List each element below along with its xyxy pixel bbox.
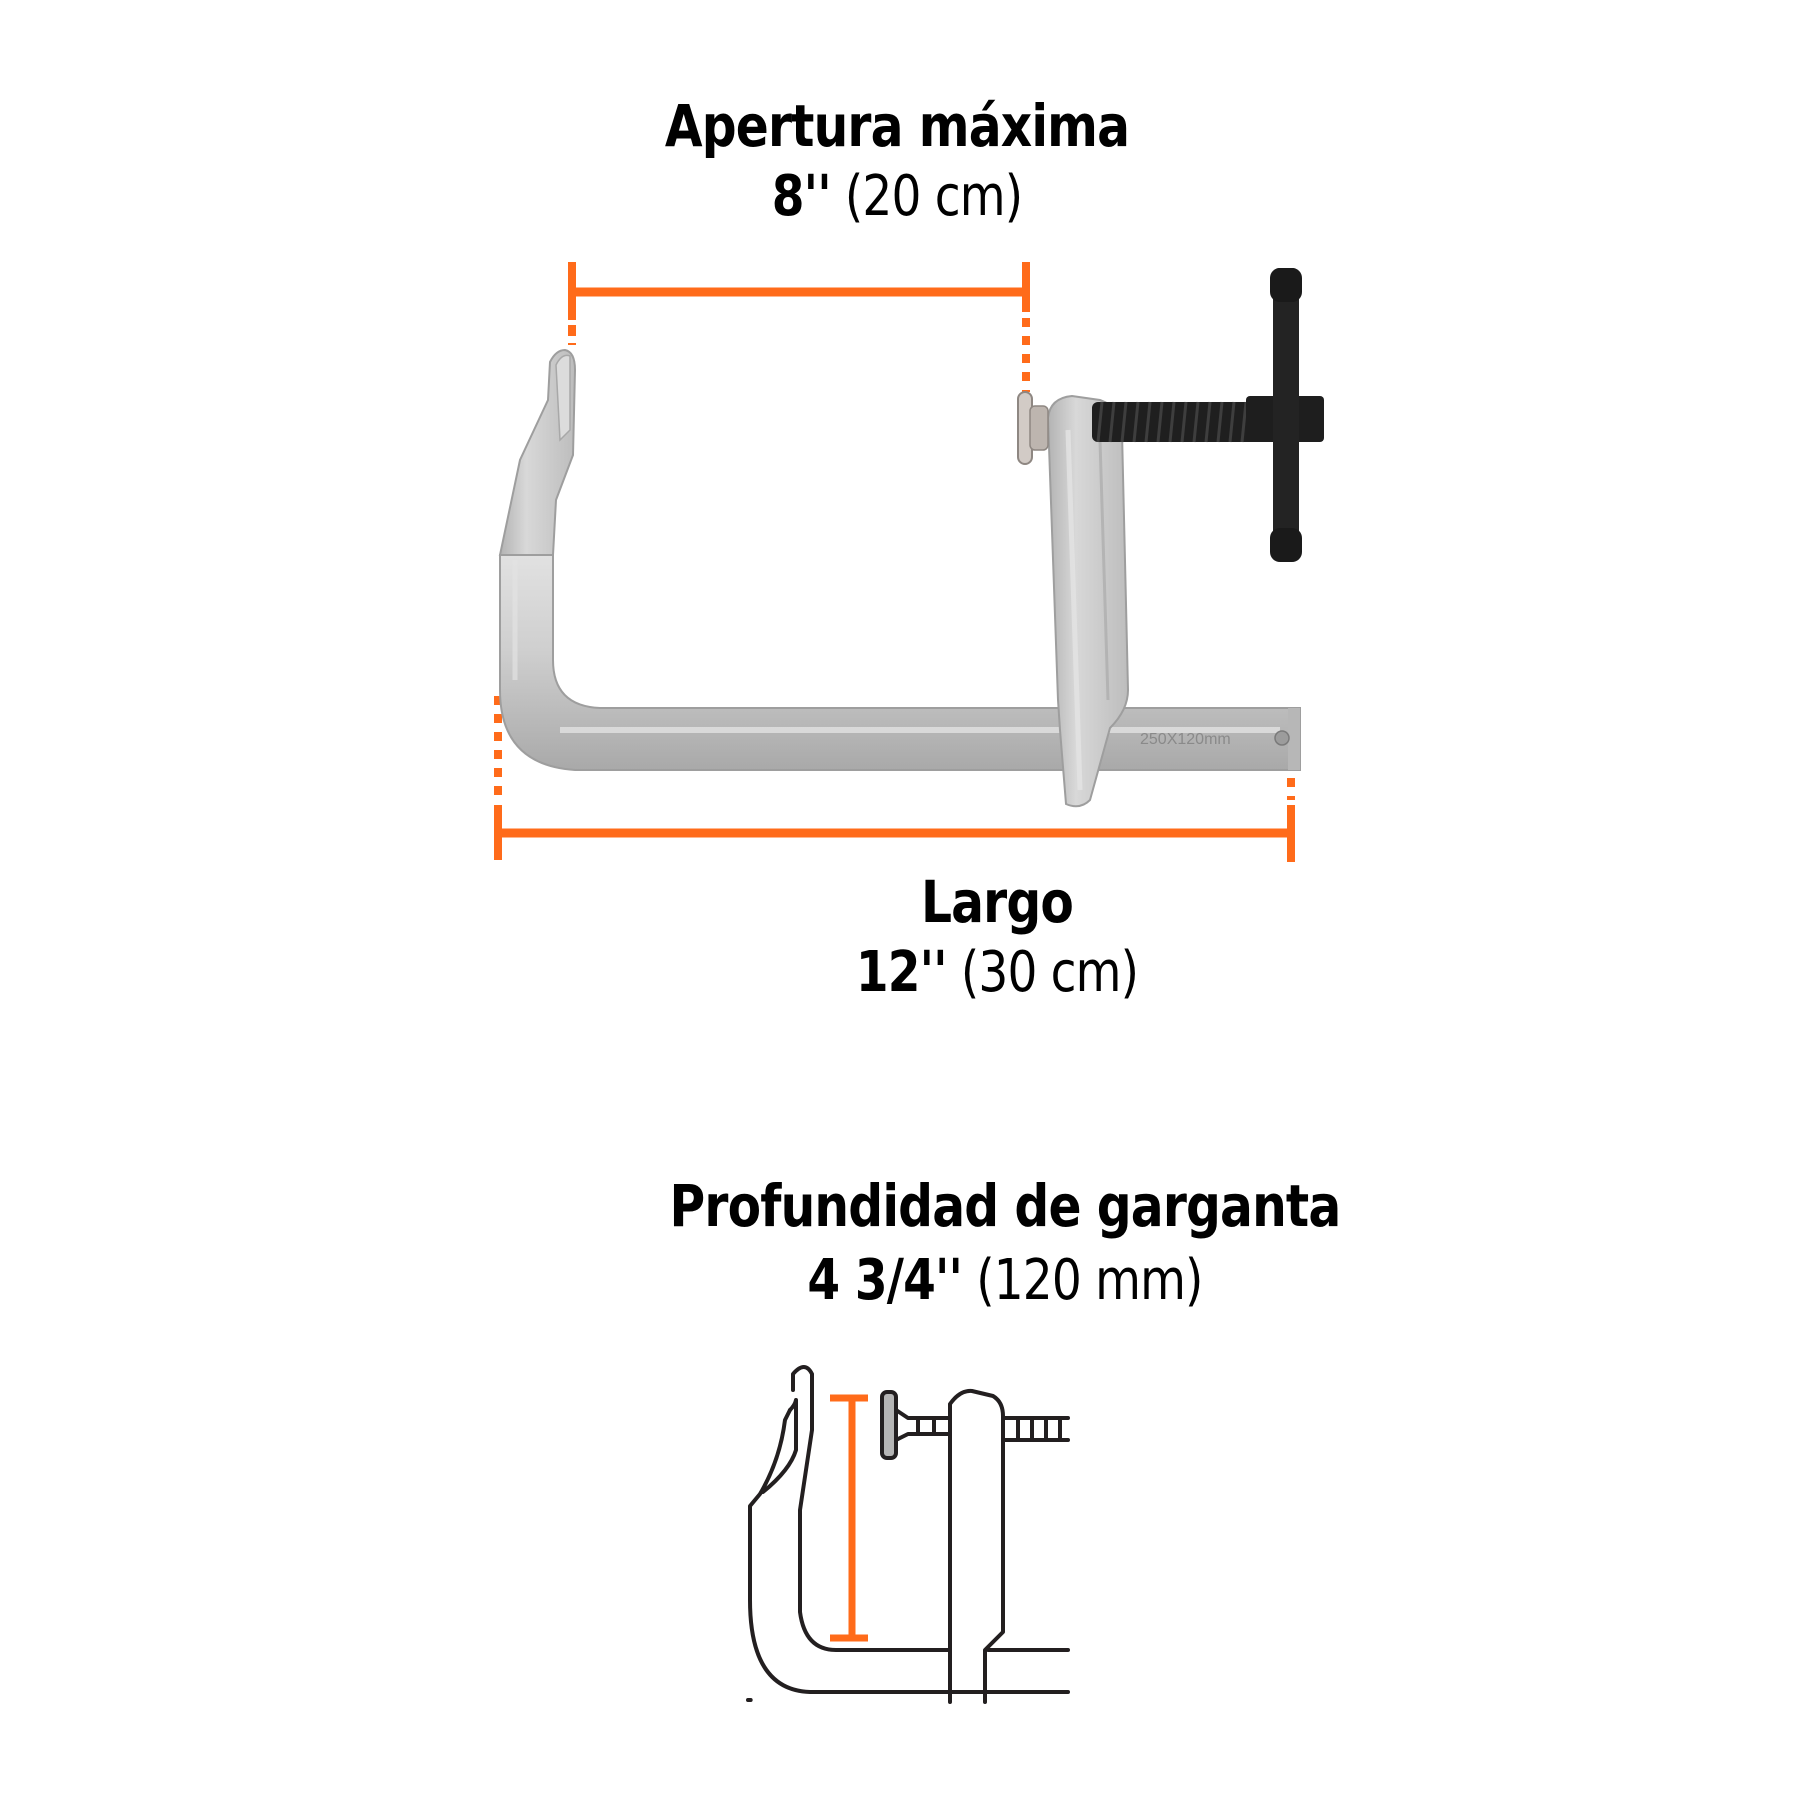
largo-metric: (30 cm)	[946, 940, 1139, 1005]
screw-thread	[1092, 401, 1264, 443]
pad-line-art	[880, 1390, 898, 1460]
garganta-title: Profundidad de garganta	[669, 1172, 1342, 1240]
garganta-inches: 4 3/4''	[807, 1248, 963, 1313]
apertura-dimension-line	[568, 262, 1030, 392]
largo-title: Largo	[920, 868, 1074, 936]
swivel-pad	[1017, 391, 1049, 465]
apertura-metric: (20 cm)	[830, 164, 1023, 229]
apertura-inches: 8''	[771, 164, 832, 229]
apertura-maxima-value: 8'' (20 cm)	[141, 164, 1653, 229]
bar-marking: 250X120mm	[1140, 731, 1231, 748]
largo-value: 12'' (30 cm)	[241, 940, 1753, 1005]
largo-inches: 12''	[855, 940, 948, 1005]
apertura-maxima-title: Apertura máxima	[664, 92, 1130, 160]
garganta-value: 4 3/4'' (120 mm)	[249, 1248, 1761, 1313]
throat-depth-line-art	[746, 1365, 1070, 1704]
t-handle	[1246, 268, 1324, 562]
sliding-arm	[1046, 394, 1130, 808]
garganta-dimension-line	[830, 1394, 868, 1642]
garganta-metric: (120 mm)	[962, 1248, 1203, 1313]
